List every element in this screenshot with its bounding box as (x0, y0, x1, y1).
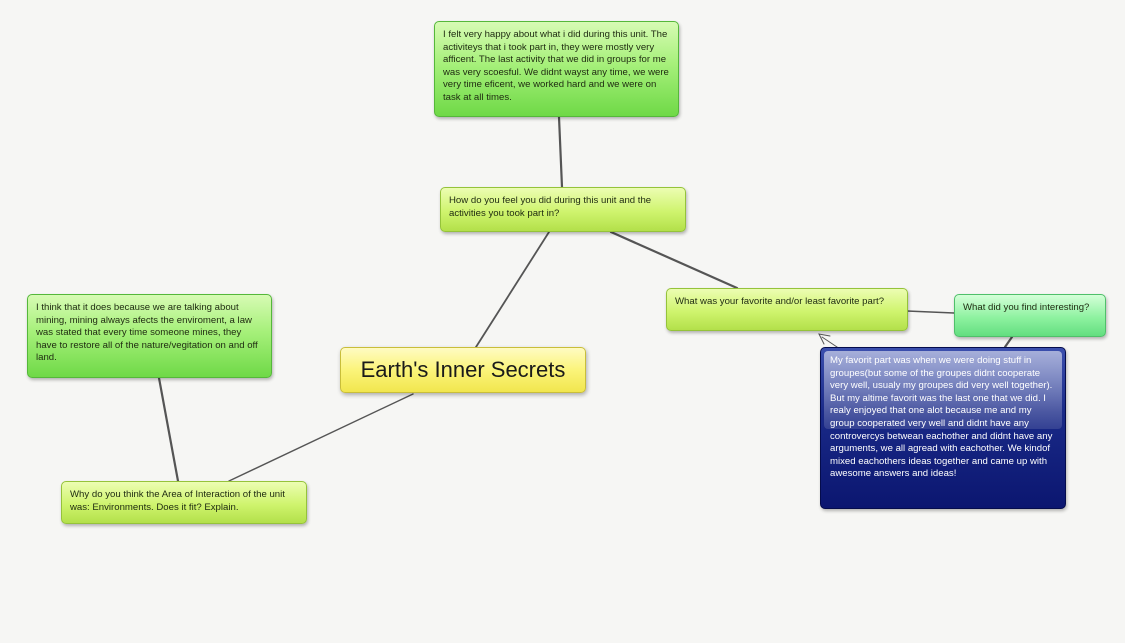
topic-interesting-question[interactable]: What did you find interesting? (954, 294, 1106, 337)
topic-mining-answer[interactable]: I think that it does because we are talk… (27, 294, 272, 378)
connector-central-to-question (475, 231, 550, 348)
topic-mining-answer-text: I think that it does because we are talk… (36, 302, 258, 364)
connector-favorite-to-interesting (906, 310, 955, 314)
topic-unit-reflection-text: I felt very happy about what i did durin… (443, 29, 669, 103)
connector-reflection-to-question (557, 115, 564, 189)
connector-question-to-favorite (609, 230, 739, 290)
central-topic-title: Earth's Inner Secrets (360, 357, 566, 382)
connector-mining-to-area (157, 376, 180, 483)
connector-interesting-to-answer (1003, 335, 1014, 349)
topic-favorite-part-answer[interactable]: My favorit part was when we were doing s… (820, 347, 1066, 509)
topic-area-of-interaction-question[interactable]: Why do you think the Area of Interaction… (61, 481, 307, 524)
topic-how-did-you-feel[interactable]: How do you feel you did during this unit… (440, 187, 686, 232)
central-topic[interactable]: Earth's Inner Secrets (340, 347, 586, 393)
topic-favorite-part-question-text: What was your favorite and/or least favo… (675, 296, 885, 307)
topic-favorite-part-question[interactable]: What was your favorite and/or least favo… (666, 288, 908, 331)
topic-interesting-question-text: What did you find interesting? (963, 302, 1090, 313)
topic-how-did-you-feel-text: How do you feel you did during this unit… (449, 195, 652, 219)
topic-area-of-interaction-question-text: Why do you think the Area of Interaction… (70, 489, 285, 513)
connector-arrowhead (818, 333, 831, 345)
connector-central-to-area (228, 393, 414, 482)
topic-unit-reflection[interactable]: I felt very happy about what i did durin… (434, 21, 679, 117)
topic-favorite-part-answer-text: My favorit part was when we were doing s… (830, 355, 1053, 480)
